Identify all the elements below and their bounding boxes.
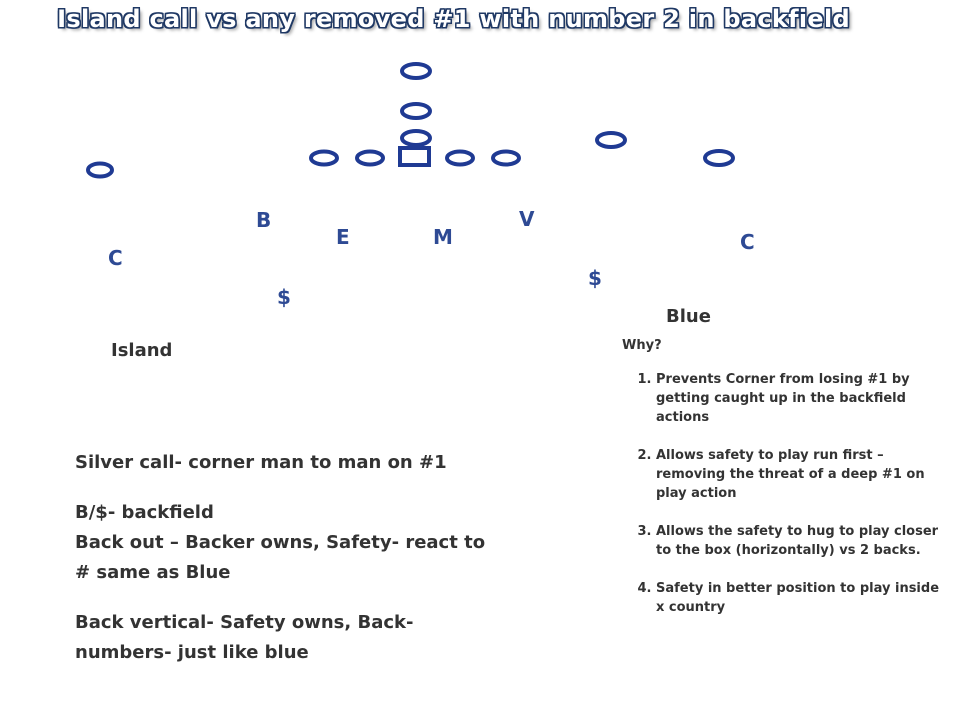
offense-player-center bbox=[398, 146, 431, 167]
defender-b: B bbox=[256, 208, 272, 232]
offense-player-right-guard bbox=[445, 149, 475, 167]
formation-diagram bbox=[86, 62, 735, 179]
why-item-4: Safety in better position to play inside… bbox=[656, 579, 942, 617]
defender-m: M bbox=[433, 225, 453, 249]
offense-player-wing bbox=[595, 131, 627, 149]
silver-line-1: Silver call- corner man to man on #1 bbox=[75, 452, 447, 473]
defender-corner-right: C bbox=[740, 230, 755, 254]
defender-corner-left: C bbox=[108, 246, 123, 270]
defender-safety-right: $ bbox=[588, 266, 602, 290]
why-item-3: Allows the safety to hug to play closer … bbox=[656, 522, 942, 560]
why-list: Prevents Corner from losing #1 by gettin… bbox=[622, 370, 942, 617]
defender-v: V bbox=[519, 207, 535, 231]
offense-player-back-mid bbox=[400, 102, 432, 120]
slide-title: Island call vs any removed #1 with numbe… bbox=[57, 5, 850, 33]
why-item-2: Allows safety to play run first – removi… bbox=[656, 446, 942, 503]
offense-player-qb-deep bbox=[400, 62, 432, 80]
offense-player-right-tackle bbox=[491, 149, 521, 167]
blue-caption: Blue bbox=[666, 306, 711, 327]
silver-line-4: Back vertical- Safety owns, Back- number… bbox=[75, 612, 414, 663]
offense-player-right-receiver bbox=[703, 149, 735, 167]
silver-call-notes: Silver call- corner man to man on #1 B/$… bbox=[75, 448, 495, 668]
silver-line-2: B/$- backfield bbox=[75, 502, 214, 523]
offense-player-left-guard bbox=[355, 149, 385, 167]
offense-player-left-tackle bbox=[309, 149, 339, 167]
why-notes: Why? Prevents Corner from losing #1 by g… bbox=[622, 336, 942, 636]
why-item-1: Prevents Corner from losing #1 by gettin… bbox=[656, 370, 942, 427]
why-heading: Why? bbox=[622, 338, 662, 353]
defender-e: E bbox=[336, 225, 350, 249]
defender-safety-left: $ bbox=[277, 285, 291, 309]
island-caption: Island bbox=[111, 340, 173, 361]
silver-line-3: Back out – Backer owns, Safety- react to… bbox=[75, 532, 486, 583]
offense-player-left-receiver bbox=[86, 161, 114, 179]
offense-player-back-near bbox=[400, 129, 432, 147]
